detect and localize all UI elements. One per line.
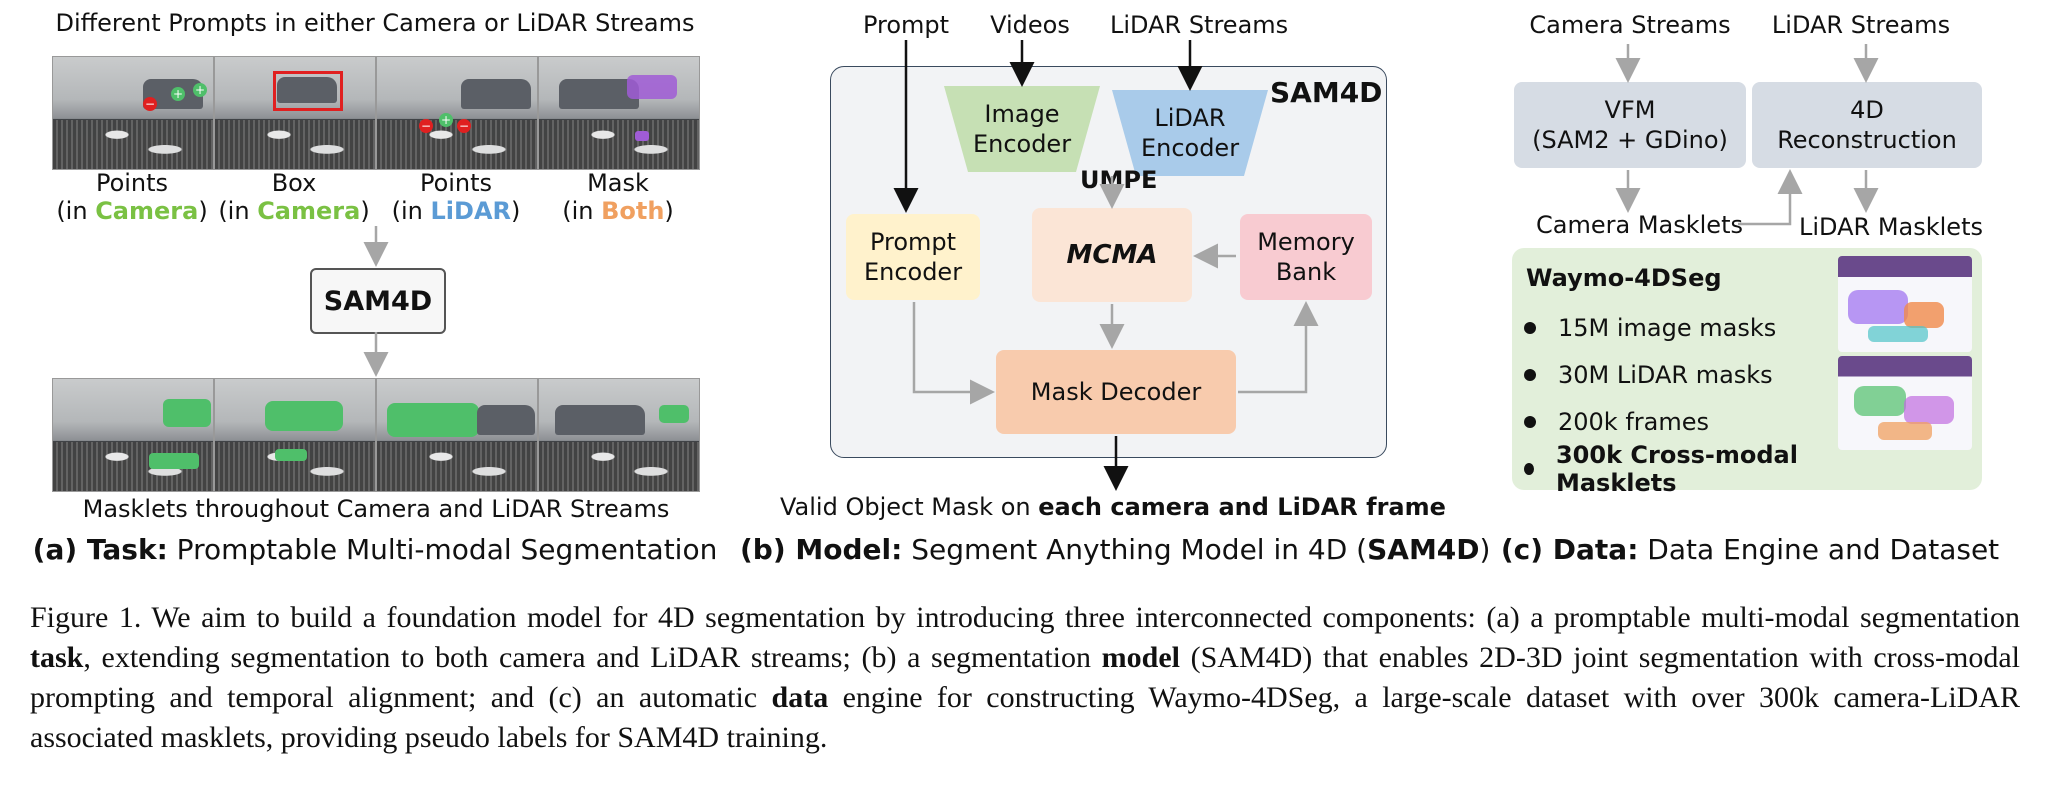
bullet-dot-icon bbox=[1524, 321, 1536, 334]
plus-point-icon: + bbox=[171, 87, 185, 101]
dataset-title: Waymo-4DSeg bbox=[1526, 264, 1722, 292]
input-lidar-streams: LiDAR Streams bbox=[1110, 11, 1289, 39]
input-camera-streams: Camera Streams bbox=[1529, 11, 1731, 39]
green-mask bbox=[149, 453, 199, 469]
prompt-label-4: Mask (in Both) bbox=[562, 169, 674, 225]
mcma-block: MCMA bbox=[1032, 208, 1192, 302]
bullet-item: 30M LiDAR masks bbox=[1524, 351, 1864, 398]
input-lidar-streams-data: LiDAR Streams bbox=[1771, 11, 1951, 39]
bullet-dot-icon bbox=[1524, 368, 1536, 381]
lidar-encoder: LiDAR Encoder bbox=[1140, 104, 1240, 162]
green-mask bbox=[275, 449, 307, 461]
frame-points-lidar: − + − bbox=[376, 56, 538, 170]
task-top-title: Different Prompts in either Camera or Li… bbox=[55, 9, 695, 37]
recon-box: 4D Reconstruction bbox=[1752, 82, 1982, 168]
dataset-bullet-list: 15M image masks 30M LiDAR masks 200k fra… bbox=[1524, 304, 1864, 497]
masklet-frame-3 bbox=[376, 378, 538, 492]
masklet-frames-row bbox=[52, 378, 700, 492]
figure-caption: Figure 1. We aim to build a foundation m… bbox=[30, 601, 2020, 754]
prompt-frames-row: − + + − + − bbox=[52, 56, 700, 170]
model-panel-label: (b) Model: Segment Anything Model in 4D … bbox=[740, 533, 1491, 566]
input-videos: Videos bbox=[990, 11, 1070, 39]
frame-box-camera bbox=[214, 56, 376, 170]
lidar-encoder-trapezoid bbox=[1112, 90, 1268, 176]
image-encoder: Image Encoder bbox=[972, 100, 1072, 158]
minus-point-icon: − bbox=[457, 119, 471, 133]
masklet-frame-2 bbox=[214, 378, 376, 492]
box-prompt bbox=[273, 71, 343, 111]
image-encoder-trapezoid bbox=[944, 86, 1100, 172]
task-panel-label: (a) Task: Promptable Multi-modal Segment… bbox=[32, 533, 718, 566]
mask-decoder: Mask Decoder bbox=[996, 350, 1236, 434]
lidar-masklets-label: LiDAR Masklets bbox=[1799, 213, 1983, 241]
minus-point-icon: − bbox=[143, 97, 157, 111]
frame-points-camera: − + + bbox=[52, 56, 214, 170]
prompt-encoder: Prompt Encoder bbox=[846, 214, 980, 300]
green-mask bbox=[659, 405, 689, 423]
model-output-text: Valid Object Mask on each camera and LiD… bbox=[780, 493, 1446, 521]
frame-mask-both bbox=[538, 56, 700, 170]
umpe-label: UMPE bbox=[1080, 166, 1158, 194]
masklet-frame-1 bbox=[52, 378, 214, 492]
prompt-label-3: Points (in LiDAR) bbox=[391, 169, 521, 225]
green-mask bbox=[387, 403, 479, 437]
masklet-frame-4 bbox=[538, 378, 700, 492]
bullet-item: 200k frames bbox=[1524, 398, 1864, 445]
prompt-label-2: Box (in Camera) bbox=[218, 169, 370, 225]
task-model-box: SAM4D bbox=[310, 268, 446, 334]
prompt-label-1: Points (in Camera) bbox=[56, 169, 208, 225]
bullet-dot-icon bbox=[1524, 415, 1536, 428]
memory-bank: Memory Bank bbox=[1240, 214, 1372, 300]
purple-mask bbox=[635, 131, 649, 141]
input-prompt: Prompt bbox=[862, 11, 950, 39]
purple-mask bbox=[627, 75, 677, 99]
vfm-box: VFM (SAM2 + GDino) bbox=[1514, 82, 1746, 168]
dataset-thumbnail-bottom bbox=[1838, 356, 1972, 450]
plus-point-icon: + bbox=[193, 83, 207, 97]
camera-masklets-label: Camera Masklets bbox=[1536, 211, 1743, 239]
bullet-item: 300k Cross-modal Masklets bbox=[1524, 441, 1864, 497]
model-panel-title: SAM4D bbox=[1270, 76, 1383, 109]
bullet-item: 15M image masks bbox=[1524, 304, 1864, 351]
green-mask bbox=[265, 401, 343, 431]
plus-point-icon: + bbox=[439, 113, 453, 127]
minus-point-icon: − bbox=[419, 119, 433, 133]
dataset-thumbnail-top bbox=[1838, 256, 1972, 352]
task-bottom-title: Masklets throughout Camera and LiDAR Str… bbox=[82, 495, 670, 523]
green-mask bbox=[163, 399, 211, 427]
bullet-dot-icon bbox=[1524, 462, 1534, 475]
data-panel-label: (c) Data: Data Engine and Dataset bbox=[1500, 533, 2000, 566]
